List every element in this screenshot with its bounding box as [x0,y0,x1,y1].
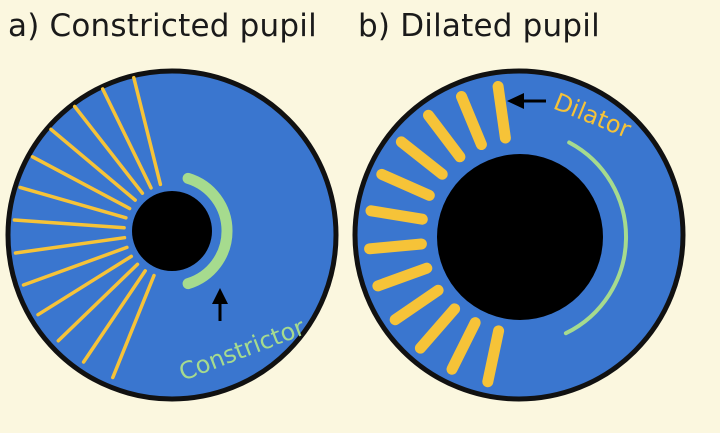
dilator-fiber-a-5 [21,245,129,287]
dilator-fiber-a-1 [111,273,156,380]
dilator-fiber-b-8 [376,168,435,201]
dilator-boundary-arc [563,140,629,336]
dilator-fiber-b-1 [482,325,505,388]
dilator-muscle-fibers-a [12,75,163,380]
dilator-fiber-b-4 [389,284,444,326]
dilator-muscle-fibers-b [364,81,511,388]
dilator-fiber-b-10 [423,109,466,163]
dilator-fiber-a-4 [36,254,134,317]
dilator-fiber-a-3 [56,262,140,343]
pupil-a [132,191,212,271]
dilator-fiber-a-9 [30,155,132,211]
pupil-b [437,154,603,320]
dilator-fiber-a-10 [49,127,137,202]
dilator-arrow [507,93,546,109]
dilator-fiber-a-8 [18,185,128,220]
dilated-eye: Dilator [352,68,686,402]
dilator-fiber-b-7 [365,205,428,225]
dilator-fiber-b-2 [446,317,481,375]
dilator-fiber-a-11 [72,104,145,195]
constricted-eye: Constrictor [5,68,339,402]
dilator-fiber-b-5 [372,262,433,292]
dilator-fiber-b-12 [492,81,511,144]
panel-a-title: a) Constricted pupil [8,8,317,44]
dilator-fiber-a-2 [81,269,147,364]
dilator-fiber-a-13 [132,75,163,187]
dilator-fiber-b-9 [395,136,448,180]
constrictor-muscle-arc [182,172,233,290]
dilator-fiber-b-3 [414,303,461,354]
dilator-fiber-b-6 [364,238,427,255]
dilator-fiber-b-11 [456,91,487,150]
dilator-fiber-a-12 [100,87,153,190]
dilator-fiber-a-7 [12,218,126,230]
dilator-fiber-a-6 [13,235,127,255]
constrictor-arrow [212,288,228,321]
panel-b-title: b) Dilated pupil [358,8,600,44]
